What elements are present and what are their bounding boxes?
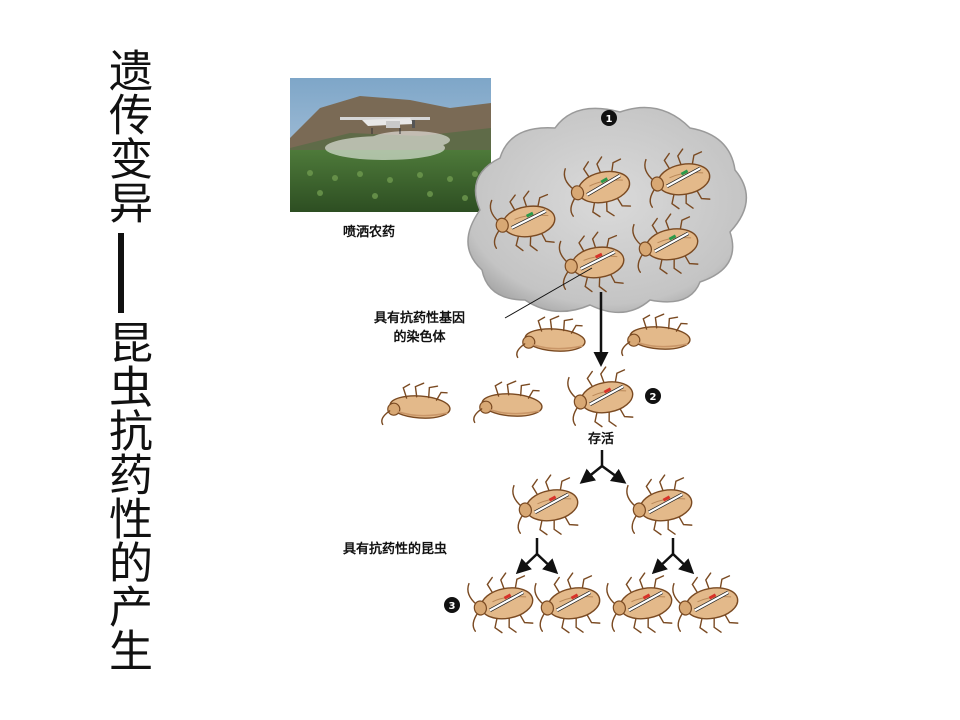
survive-label: 存活 [588, 432, 615, 447]
resistant-insect [508, 469, 585, 544]
split-arrow [515, 538, 695, 575]
dead-insect [620, 310, 693, 361]
crop-spraying-photo [290, 78, 491, 212]
chromosome-label-line2: 的染色体 [393, 330, 446, 345]
chromosome-pointer [504, 267, 593, 319]
split-arrow [579, 450, 627, 484]
step-marker-1 [601, 110, 617, 126]
resistant-insect [622, 469, 699, 544]
dead-insect [472, 377, 545, 428]
step-number-2: 2 [650, 392, 657, 403]
resistant-insect [555, 227, 630, 300]
chromosome-label-line1: 具有抗药性基因 [374, 311, 466, 326]
resistant-insects-label: 具有抗药性的昆虫 [343, 542, 448, 557]
step-number-3: 3 [449, 601, 456, 612]
page-title-part1: 遗传变异 [101, 48, 152, 224]
dead-insect [380, 379, 453, 430]
dead-insect [515, 312, 588, 363]
spray-label: 喷洒农药 [343, 225, 396, 240]
step-marker-3 [444, 597, 460, 613]
step-number-1: 1 [606, 114, 613, 125]
resistant-insect [463, 567, 540, 642]
resistant-insect [668, 567, 745, 642]
insect-in-cloud [559, 150, 638, 227]
insect-in-cloud [628, 208, 705, 283]
page-title-part2: 昆虫抗药性的产生 [101, 320, 152, 672]
title-separator [118, 233, 124, 313]
insect-in-cloud [640, 143, 717, 218]
step-marker-2 [645, 388, 661, 404]
insect-in-cloud [486, 186, 561, 259]
resistant-insect [530, 567, 607, 642]
resistant-insect [602, 567, 679, 642]
surviving-insect [563, 361, 640, 436]
chromosome-label: 具有抗药性基因 的染色体 [374, 309, 465, 347]
